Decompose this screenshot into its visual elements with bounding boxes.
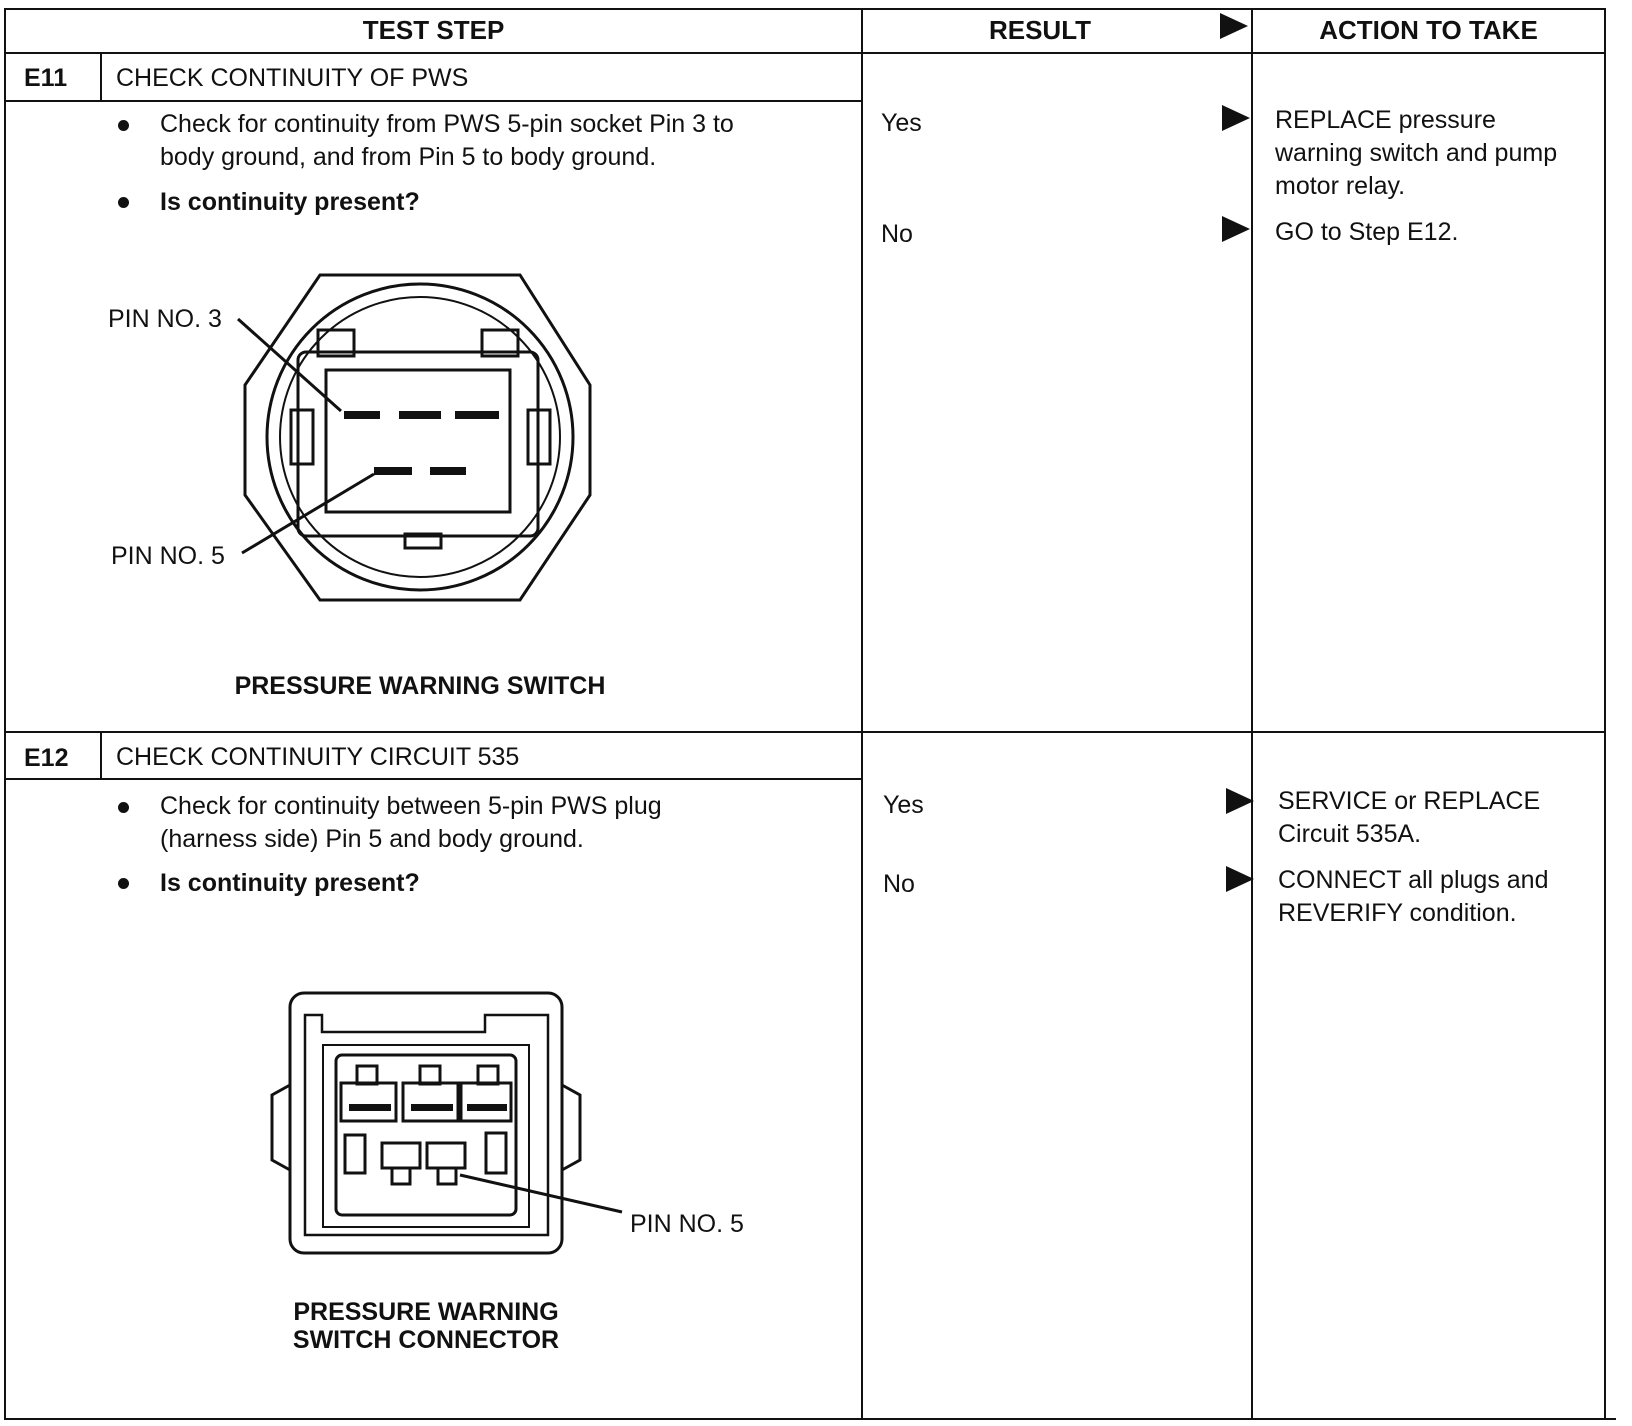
header-action: ACTION TO TAKE <box>1319 15 1538 45</box>
instruction-line: Check for continuity from PWS 5-pin sock… <box>160 110 734 138</box>
bullet-icon <box>118 878 129 889</box>
header-divider <box>4 52 1606 54</box>
result-label: Yes <box>881 109 922 137</box>
step-id: E12 <box>24 744 69 772</box>
e11-title-underline <box>4 100 863 102</box>
header-test-step: TEST STEP <box>362 15 505 45</box>
arrow-icon <box>1226 788 1254 814</box>
figure-caption: PRESSURE WARNING SWITCH <box>234 672 606 700</box>
action-line: REVERIFY condition. <box>1278 899 1517 927</box>
result-label: Yes <box>883 791 924 819</box>
e11-id-divider <box>100 54 102 102</box>
header-result: RESULT <box>988 15 1092 45</box>
arrow-icon <box>1222 216 1250 242</box>
question: Is continuity present? <box>160 188 420 216</box>
row-divider <box>4 731 1606 733</box>
action-line: motor relay. <box>1275 172 1406 200</box>
instruction-line: body ground, and from Pin 5 to body grou… <box>160 143 657 171</box>
table-top-border <box>4 8 1606 10</box>
result-label: No <box>881 220 913 248</box>
bullet-icon <box>118 120 129 131</box>
table-right-border <box>1604 8 1606 1420</box>
table-bottom-border <box>4 1418 1616 1420</box>
step-title: CHECK CONTINUITY OF PWS <box>116 64 469 92</box>
step-title: CHECK CONTINUITY CIRCUIT 535 <box>116 743 520 771</box>
action-line: warning switch and pump <box>1275 139 1558 167</box>
instruction-line: Check for continuity between 5-pin PWS p… <box>160 792 662 820</box>
arrow-icon <box>1226 866 1254 892</box>
action-line: GO to Step E12. <box>1275 218 1459 246</box>
e12-id-divider <box>100 733 102 780</box>
question: Is continuity present? <box>160 869 420 897</box>
pin-label: PIN NO. 3 <box>108 305 222 333</box>
action-line: Circuit 535A. <box>1278 820 1422 848</box>
column-divider-2 <box>1251 8 1253 1420</box>
column-divider-1 <box>861 8 863 1420</box>
action-line: SERVICE or REPLACE <box>1278 787 1541 815</box>
bullet-icon <box>118 197 129 208</box>
e12-title-underline <box>4 778 863 780</box>
result-label: No <box>883 870 915 898</box>
figure-caption: SWITCH CONNECTOR <box>292 1326 560 1354</box>
step-id: E11 <box>24 64 68 92</box>
action-line: REPLACE pressure <box>1275 106 1496 134</box>
header-arrow-icon <box>1220 13 1248 39</box>
arrow-icon <box>1222 105 1250 131</box>
bullet-icon <box>118 802 129 813</box>
pin-label: PIN NO. 5 <box>111 542 225 570</box>
action-line: CONNECT all plugs and <box>1278 866 1549 894</box>
pin-label: PIN NO. 5 <box>630 1210 744 1238</box>
instruction-line: (harness side) Pin 5 and body ground. <box>160 825 584 853</box>
table-left-border <box>4 8 6 1420</box>
figure-caption: PRESSURE WARNING <box>293 1298 559 1326</box>
